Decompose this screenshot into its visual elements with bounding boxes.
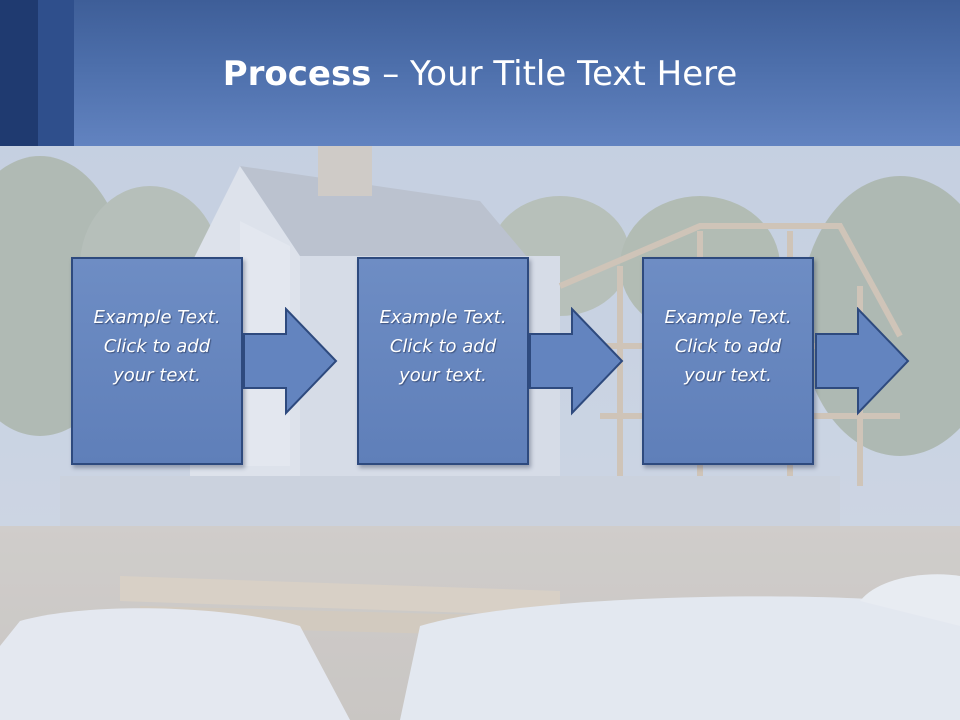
title-bold: Process <box>222 54 372 94</box>
header-accent <box>38 0 74 146</box>
header-accent <box>0 0 38 146</box>
arrow-right-icon <box>243 307 338 416</box>
process-step-text: Example Text. Click to add your text. <box>379 306 507 386</box>
slide-title[interactable]: Process – Your Title Text Here <box>0 52 960 96</box>
process-step-text: Example Text. Click to add your text. <box>93 306 221 386</box>
title-rest: – Your Title Text Here <box>371 54 738 94</box>
process-step-text: Example Text. Click to add your text. <box>664 306 792 386</box>
process-step-3[interactable]: Example Text. Click to add your text. <box>642 257 814 465</box>
arrow-right-icon <box>815 307 910 416</box>
arrow-right-icon <box>529 307 624 416</box>
process-step-1[interactable]: Example Text. Click to add your text. <box>71 257 243 465</box>
header-band: Process – Your Title Text Here <box>0 0 960 146</box>
process-step-2[interactable]: Example Text. Click to add your text. <box>357 257 529 465</box>
